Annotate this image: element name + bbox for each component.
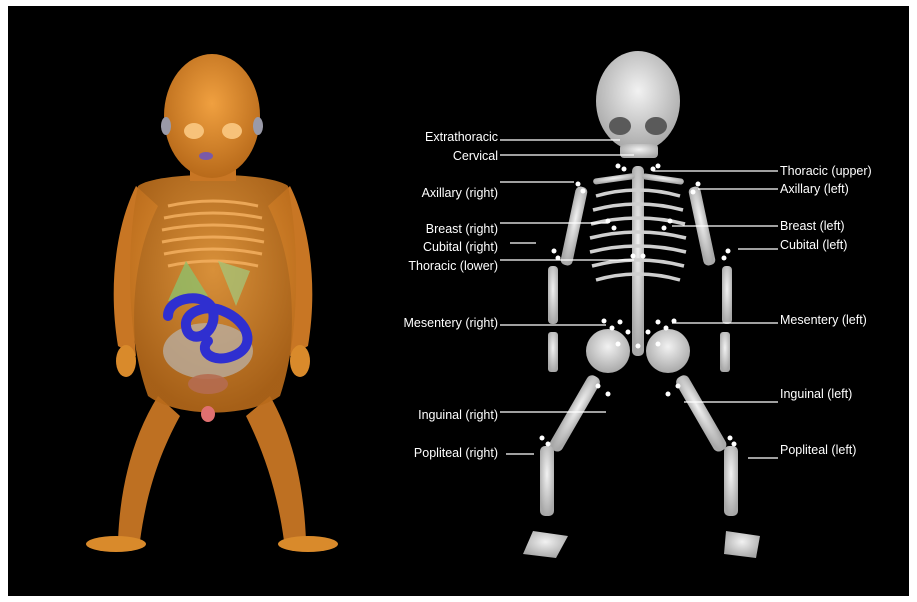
label-axillary-right: Axillary (right) [422,186,498,200]
figure-panel: Extrathoracic Cervical Axillary (right) … [8,6,909,596]
figure-artwork [8,6,909,596]
label-extrathoracic: Extrathoracic [425,130,498,144]
label-popliteal-left: Popliteal (left) [780,443,856,457]
label-inguinal-right: Inguinal (right) [418,408,498,422]
label-breast-right: Breast (right) [426,222,498,236]
skeleton-figure [523,51,760,558]
label-mesentery-left: Mesentery (left) [780,313,867,327]
label-breast-left: Breast (left) [780,219,845,233]
label-cervical: Cervical [453,149,498,163]
label-cubital-right: Cubital (right) [423,240,498,254]
label-popliteal-right: Popliteal (right) [414,446,498,460]
label-thoracic-lower: Thoracic (lower) [408,259,498,273]
label-thoracic-upper: Thoracic (upper) [780,164,872,178]
label-cubital-left: Cubital (left) [780,238,847,252]
phantom-body [86,54,338,552]
label-axillary-left: Axillary (left) [780,182,849,196]
label-inguinal-left: Inguinal (left) [780,387,852,401]
label-mesentery-right: Mesentery (right) [404,316,498,330]
